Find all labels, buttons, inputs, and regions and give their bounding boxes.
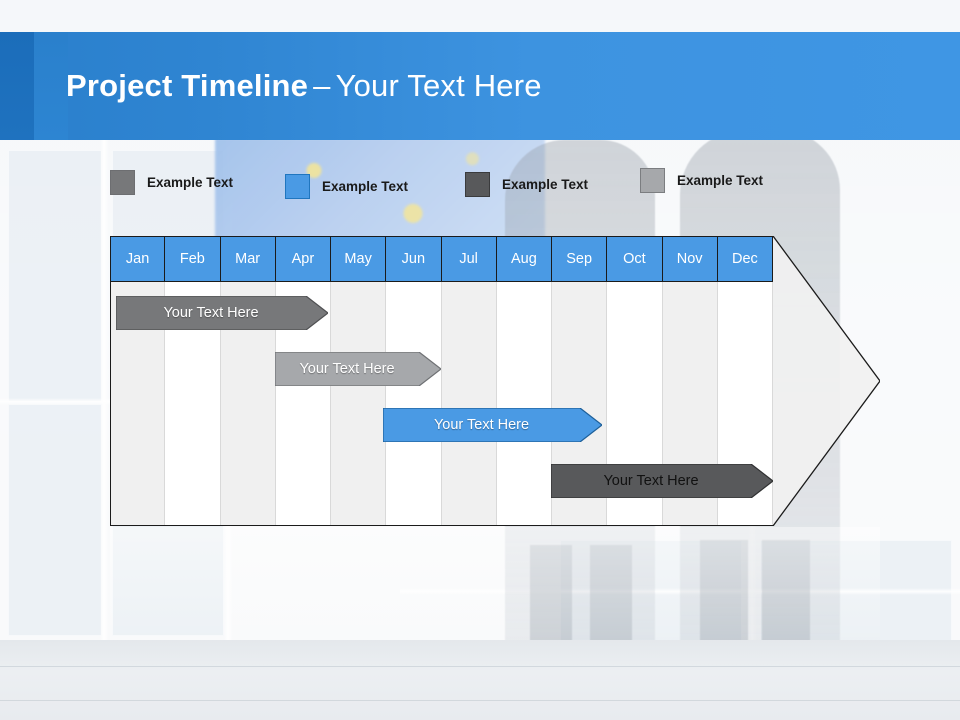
floor-line xyxy=(0,700,960,701)
month-header-sep[interactable]: Sep xyxy=(552,236,608,282)
timeline-column-feb xyxy=(165,236,221,526)
month-header-dec[interactable]: Dec xyxy=(717,236,773,282)
month-header-apr[interactable]: Apr xyxy=(275,236,331,282)
floor-surface xyxy=(0,640,960,720)
page-title-rest: Your Text Here xyxy=(335,68,542,103)
legend-item-4[interactable]: Example Text xyxy=(640,168,763,193)
month-header-jan[interactable]: Jan xyxy=(110,236,166,282)
task-arrow-shape-2 xyxy=(275,352,441,386)
task-bar-2[interactable]: Your Text Here xyxy=(275,352,441,386)
window-pane xyxy=(8,150,102,402)
legend-swatch-1 xyxy=(110,170,135,195)
window-mullion xyxy=(100,135,109,655)
legend-item-1[interactable]: Example Text xyxy=(110,170,233,195)
month-header-may[interactable]: May xyxy=(331,236,387,282)
task-arrow-shape-3 xyxy=(383,408,602,442)
legend: Example Text Example Text Example Text Exam… xyxy=(110,160,810,200)
title-band-accent-dark xyxy=(0,32,34,140)
timeline-column-aug xyxy=(496,236,552,526)
timeline-bottom-border xyxy=(110,525,773,526)
page-title: Project Timeline – Your Text Here xyxy=(66,58,542,114)
legend-label-4: Example Text xyxy=(677,173,764,188)
legend-label-3: Example Text xyxy=(502,177,589,192)
task-bar-1[interactable]: Your Text Here xyxy=(116,296,328,330)
legend-swatch-3 xyxy=(465,172,490,197)
month-header-oct[interactable]: Oct xyxy=(607,236,663,282)
task-bar-3[interactable]: Your Text Here xyxy=(383,408,602,442)
page-title-bold: Project Timeline xyxy=(66,68,309,103)
task-arrow-shape-1 xyxy=(116,296,328,330)
month-header-jul[interactable]: Jul xyxy=(441,236,497,282)
month-header-feb[interactable]: Feb xyxy=(165,236,221,282)
legend-item-2[interactable]: Example Text xyxy=(285,174,408,199)
legend-label-2: Example Text xyxy=(322,179,409,194)
title-band-accent-mid xyxy=(34,32,68,140)
title-band xyxy=(0,32,960,140)
month-header-mar[interactable]: Mar xyxy=(220,236,276,282)
timeline-column-jul xyxy=(441,236,497,526)
legend-label-1: Example Text xyxy=(147,175,234,190)
month-header-nov[interactable]: Nov xyxy=(662,236,718,282)
month-header-jun[interactable]: Jun xyxy=(386,236,442,282)
timeline-column-jan xyxy=(110,236,166,526)
legend-swatch-2 xyxy=(285,174,310,199)
task-bar-4[interactable]: Your Text Here xyxy=(551,464,773,498)
legend-item-3[interactable]: Example Text xyxy=(465,172,588,197)
task-arrow-shape-4 xyxy=(551,464,773,498)
timeline-left-border xyxy=(110,236,111,526)
window-mullion xyxy=(400,588,960,595)
legend-swatch-4 xyxy=(640,168,665,193)
month-header-aug[interactable]: Aug xyxy=(496,236,552,282)
floor-line xyxy=(0,666,960,667)
page-title-dash: – xyxy=(313,68,331,103)
window-pane xyxy=(8,404,102,636)
